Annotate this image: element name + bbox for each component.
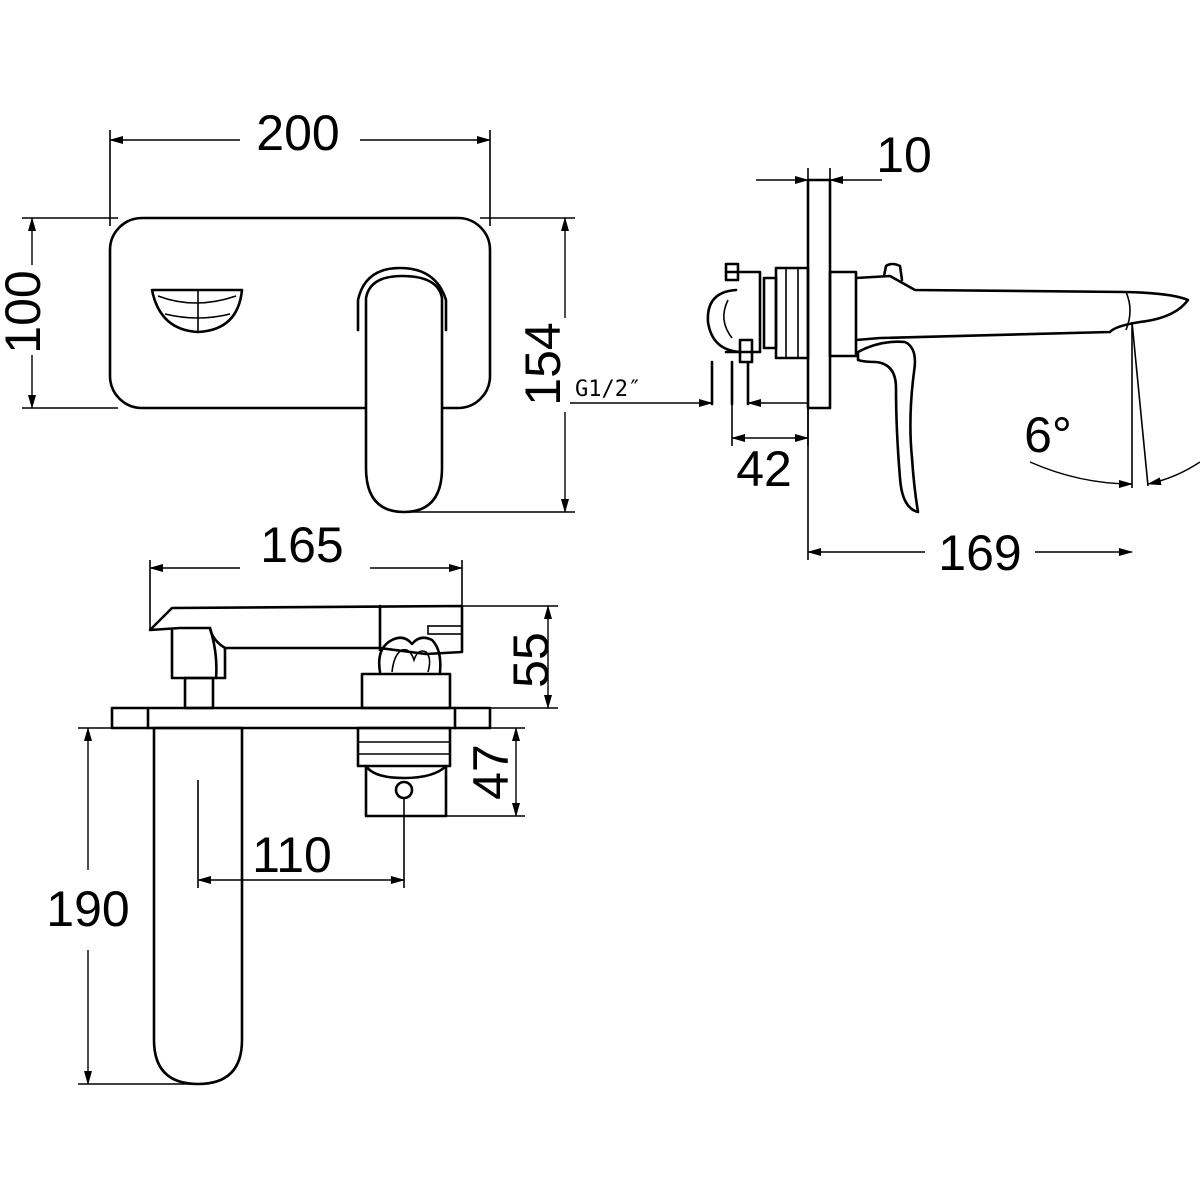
wall-plate-side <box>806 178 832 410</box>
lever-handle-side <box>856 340 920 514</box>
dim-body-height: 47 <box>463 744 519 800</box>
valve-body-plan <box>356 726 452 818</box>
wall-plate-plan <box>110 706 492 730</box>
dim-outlet-offset: 110 <box>252 827 332 883</box>
side-view: 10 G1/2″ 42 6° 169 <box>570 127 1200 581</box>
valve-body-side <box>706 262 810 406</box>
dim-spout-angle: 6° <box>1024 407 1072 463</box>
lever-handle-plan <box>152 726 244 1086</box>
dim-body-depth: 42 <box>736 441 792 497</box>
dim-spout-projection: 169 <box>938 525 1021 581</box>
dim-total-height: 154 <box>515 322 571 405</box>
dim-plate-width: 200 <box>256 105 339 161</box>
spout-outlet <box>150 288 244 334</box>
spout-side <box>828 262 1190 358</box>
dim-top-height: 55 <box>503 632 559 688</box>
dim-plate-thickness: 10 <box>876 127 932 183</box>
dim-handle-length: 190 <box>46 881 129 937</box>
thread-size-label: G1/2″ <box>575 377 641 402</box>
dim-plate-height: 100 <box>0 270 51 353</box>
cover-plate <box>108 216 492 410</box>
front-view: 200 100 154 <box>0 105 575 514</box>
lever-handle-front <box>356 266 448 514</box>
dim-top-length: 165 <box>260 517 343 573</box>
plan-view: 165 55 47 110 190 <box>46 517 559 1086</box>
